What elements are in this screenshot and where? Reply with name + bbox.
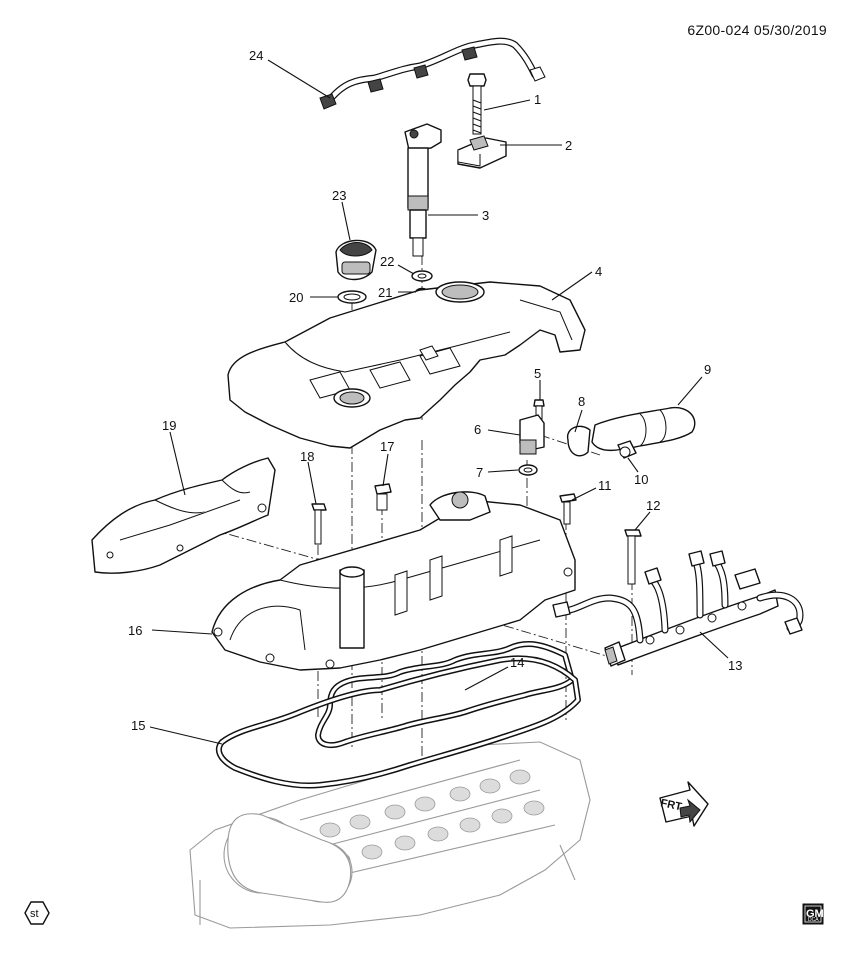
injector-clamp-bolt bbox=[467, 73, 487, 135]
callout-labels: 1 2 3 4 5 6 7 8 9 10 11 12 13 14 15 16 1… bbox=[128, 48, 742, 733]
callout-6: 6 bbox=[474, 422, 481, 437]
callout-18: 18 bbox=[300, 449, 314, 464]
cylinder-head-reference bbox=[189, 741, 591, 929]
callout-21: 21 bbox=[378, 285, 392, 300]
callout-15: 15 bbox=[131, 718, 145, 733]
engine-upper-cover bbox=[227, 281, 586, 449]
gm-logo-text: GM bbox=[806, 908, 824, 920]
callout-5: 5 bbox=[534, 366, 541, 381]
camshaft-cover-gasket-inner bbox=[315, 641, 575, 749]
bolt-11 bbox=[559, 493, 577, 525]
heat-shield bbox=[91, 457, 276, 574]
callout-13: 13 bbox=[728, 658, 742, 673]
front-direction-arrow-icon: FRT bbox=[659, 781, 709, 827]
fuel-injector bbox=[404, 123, 442, 257]
pcv-hose-assembly bbox=[566, 406, 696, 459]
callout-16: 16 bbox=[128, 623, 142, 638]
leader-lines bbox=[149, 59, 729, 745]
callout-1: 1 bbox=[534, 92, 541, 107]
bolts-17-18 bbox=[311, 483, 392, 545]
callout-23: 23 bbox=[332, 188, 346, 203]
callout-20: 20 bbox=[289, 290, 303, 305]
callout-11: 11 bbox=[598, 478, 612, 493]
camshaft-cover-gasket-outer bbox=[215, 655, 581, 789]
callout-3: 3 bbox=[482, 208, 489, 223]
oil-filler-cap-seal bbox=[337, 290, 367, 304]
callout-22: 22 bbox=[380, 254, 394, 269]
camshaft-cover-housing bbox=[211, 491, 576, 671]
gm-logo-icon: GM DCA bbox=[802, 903, 824, 925]
fuel-injector-return-hose bbox=[319, 37, 546, 110]
callout-17: 17 bbox=[380, 439, 394, 454]
frt-label: FRT bbox=[659, 797, 683, 813]
callout-10: 10 bbox=[634, 472, 648, 487]
diagram-id-date: 6Z00-024 05/30/2019 bbox=[687, 22, 827, 38]
st-badge-label: st bbox=[30, 908, 39, 920]
callout-12: 12 bbox=[646, 498, 660, 513]
callout-14: 14 bbox=[510, 655, 524, 670]
callout-8: 8 bbox=[578, 394, 585, 409]
camshaft-position-sensor-assembly bbox=[518, 399, 545, 476]
callout-2: 2 bbox=[565, 138, 572, 153]
gm-logo-subtext: DCA bbox=[808, 917, 819, 923]
oil-filler-cap bbox=[335, 239, 377, 281]
hexagon-st-icon: st bbox=[24, 901, 50, 925]
callout-4: 4 bbox=[595, 264, 602, 279]
callout-19: 19 bbox=[162, 418, 176, 433]
callout-7: 7 bbox=[476, 465, 483, 480]
callout-9: 9 bbox=[704, 362, 711, 377]
fuel-rail-assembly bbox=[552, 550, 804, 667]
callout-24: 24 bbox=[249, 48, 263, 63]
fuel-injector-clamp bbox=[457, 135, 507, 169]
bolt-12 bbox=[624, 529, 642, 585]
